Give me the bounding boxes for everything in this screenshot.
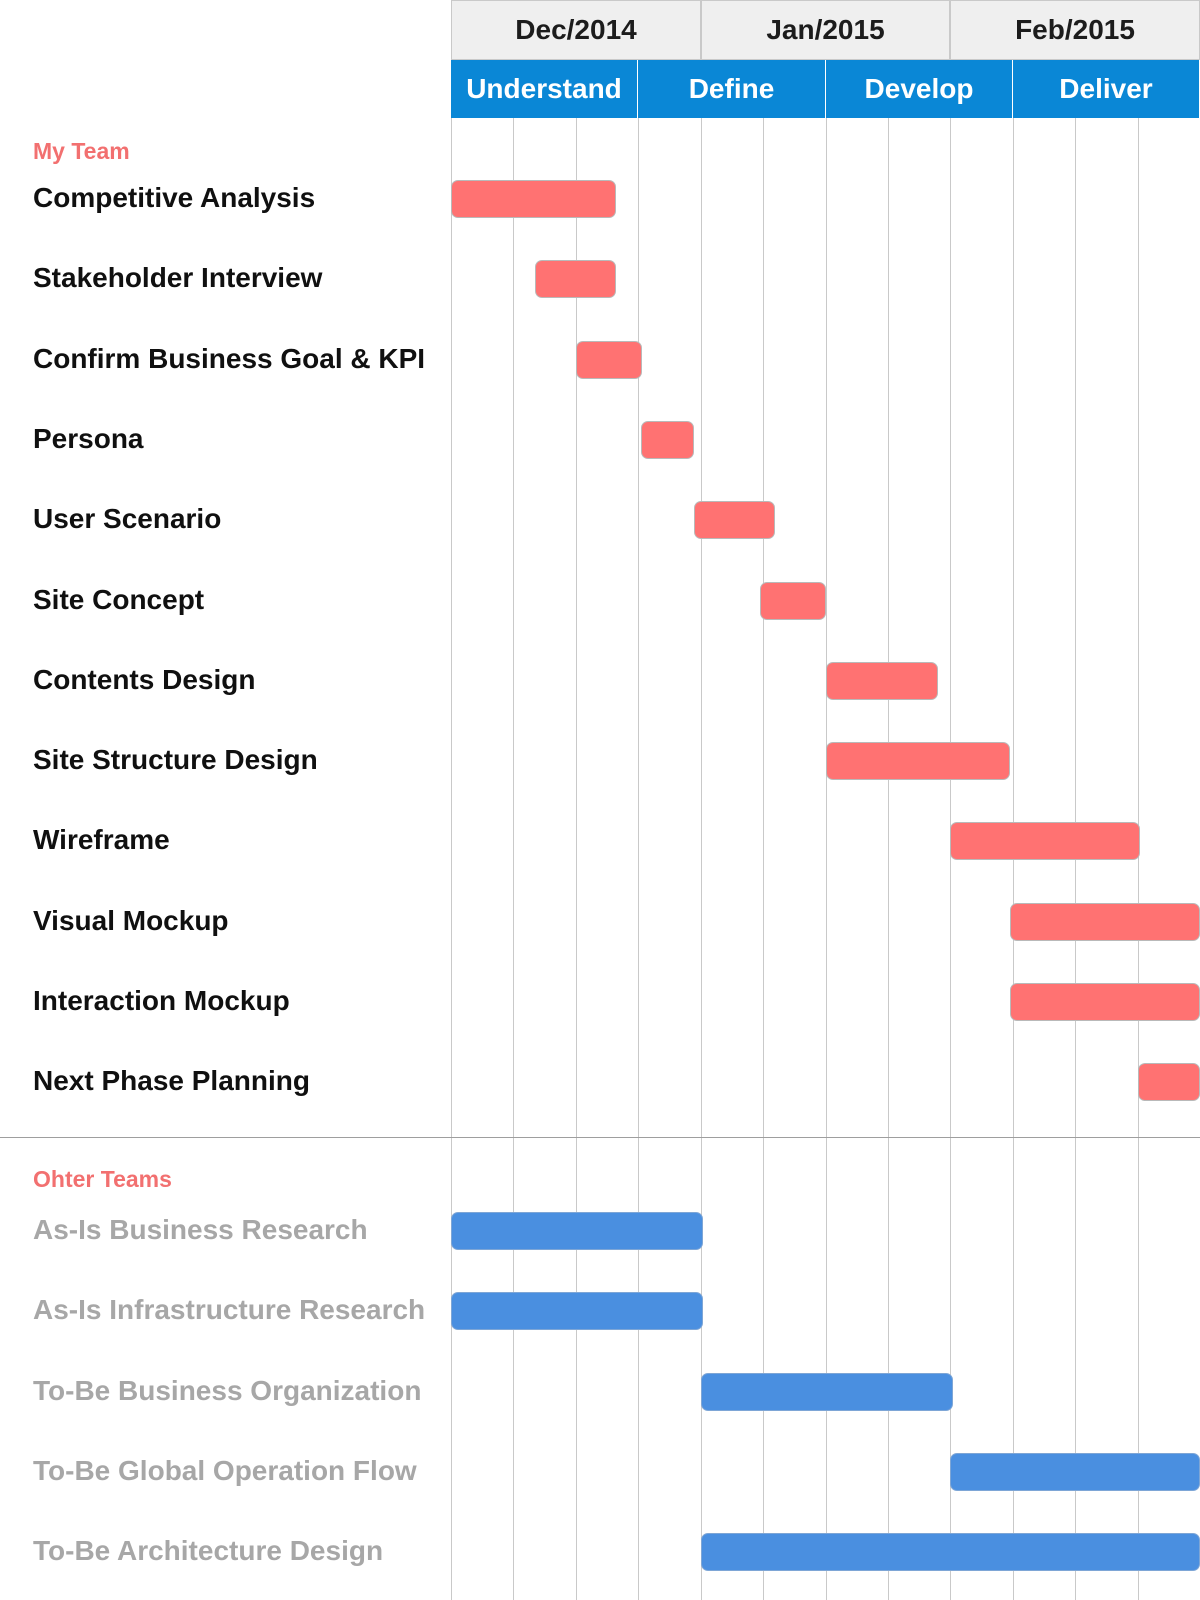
- section-divider: [0, 1137, 1200, 1138]
- task-bar: [826, 662, 938, 700]
- task-bar: [1138, 1063, 1200, 1101]
- month-header: Jan/2015: [701, 0, 950, 60]
- phase-header: Deliver: [1013, 60, 1200, 118]
- task-label: Wireframe: [33, 824, 170, 855]
- task-bar: [1010, 983, 1200, 1021]
- task-label: Next Phase Planning: [33, 1065, 310, 1096]
- phase-header: Understand: [451, 60, 638, 118]
- task-bar: [576, 341, 642, 379]
- task-bar: [950, 1453, 1200, 1491]
- task-label: User Scenario: [33, 503, 222, 534]
- month-header: Dec/2014: [451, 0, 701, 60]
- task-label: Competitive Analysis: [33, 182, 316, 213]
- grid-line: [513, 118, 514, 1600]
- task-label: Contents Design: [33, 664, 256, 695]
- task-label: Visual Mockup: [33, 905, 229, 936]
- task-bar: [535, 260, 616, 298]
- phase-header: Develop: [826, 60, 1013, 118]
- grid-line: [638, 118, 639, 1600]
- task-bar: [760, 582, 826, 620]
- task-bar: [826, 742, 1010, 780]
- grid-line: [826, 118, 827, 1600]
- task-label: Site Concept: [33, 584, 205, 615]
- task-bar: [1010, 903, 1200, 941]
- grid-line: [950, 118, 951, 1600]
- task-bar: [451, 1292, 703, 1330]
- task-label: Interaction Mockup: [33, 985, 290, 1016]
- grid-line: [451, 118, 452, 1600]
- task-bar: [451, 180, 616, 218]
- grid-line: [888, 118, 889, 1600]
- task-label: To-Be Global Operation Flow: [33, 1455, 417, 1486]
- task-label: Stakeholder Interview: [33, 262, 323, 293]
- section-title: Ohter Teams: [33, 1166, 172, 1192]
- task-label: Confirm Business Goal & KPI: [33, 343, 426, 374]
- section-title: My Team: [33, 138, 130, 164]
- month-header: Feb/2015: [950, 0, 1200, 60]
- task-bar: [641, 421, 694, 459]
- phase-header: Define: [638, 60, 826, 118]
- task-label: To-Be Business Organization: [33, 1375, 422, 1406]
- task-bar: [950, 822, 1140, 860]
- task-label: To-Be Architecture Design: [33, 1535, 384, 1566]
- task-label: Site Structure Design: [33, 744, 318, 775]
- grid-line: [763, 118, 764, 1600]
- task-label: As-Is Business Research: [33, 1214, 368, 1245]
- task-bar: [701, 1373, 953, 1411]
- grid-line: [1138, 118, 1139, 1600]
- task-label: As-Is Infrastructure Research: [33, 1294, 426, 1325]
- grid-line: [701, 118, 702, 1600]
- task-label: Persona: [33, 423, 144, 454]
- task-bar: [701, 1533, 1200, 1571]
- grid-line: [576, 118, 577, 1600]
- task-bar: [694, 501, 775, 539]
- task-bar: [451, 1212, 703, 1250]
